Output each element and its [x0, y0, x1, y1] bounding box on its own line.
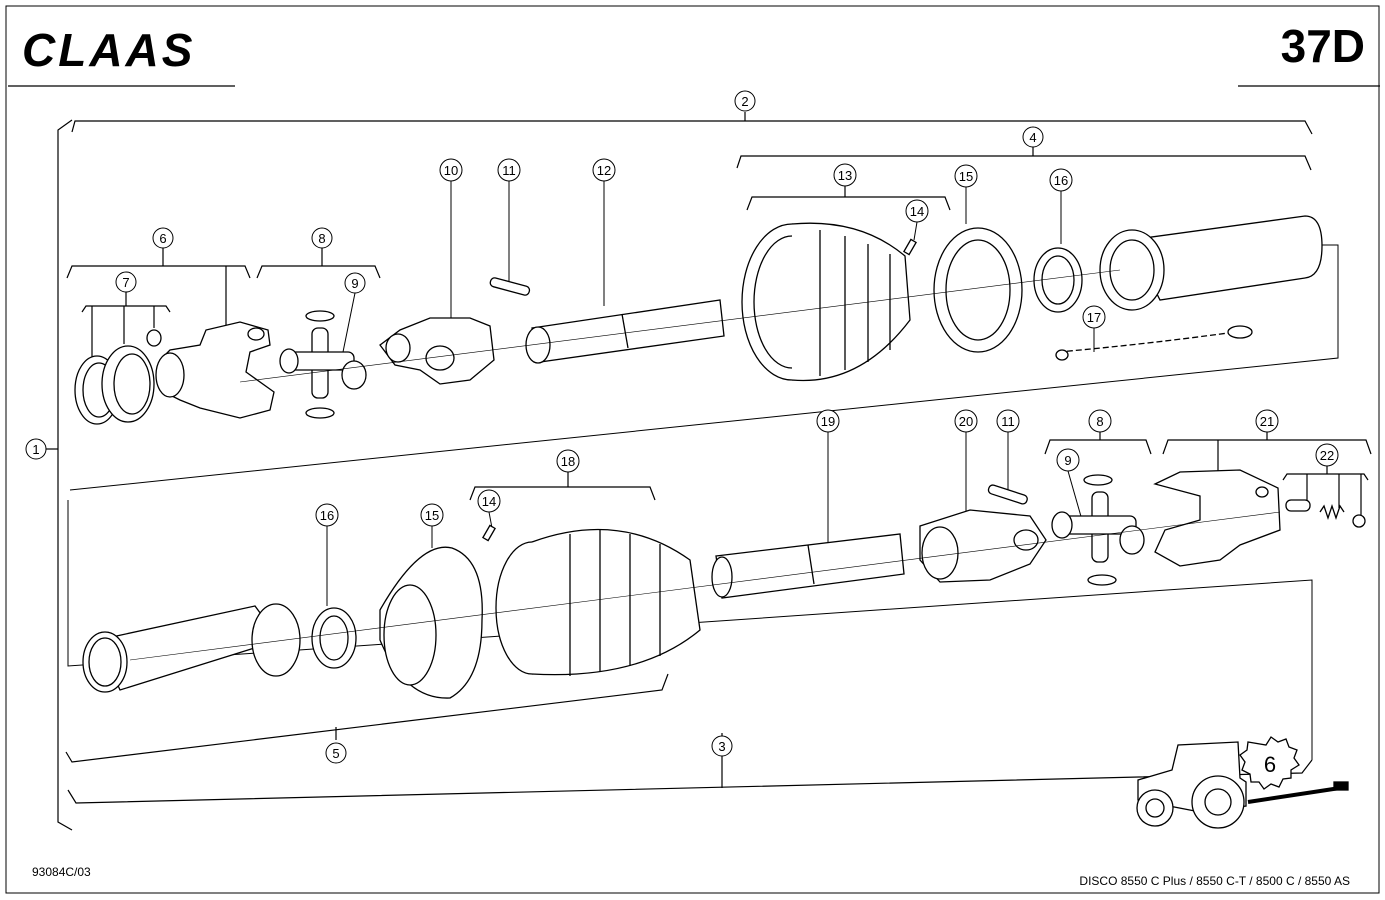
page-border: [5, 5, 1380, 894]
profile-tube-12: [531, 299, 725, 363]
pto-shaft-icon: [1247, 786, 1341, 804]
svg-text:11: 11: [1001, 414, 1015, 429]
callout-15-bottom: 15: [420, 503, 444, 527]
svg-text:7: 7: [122, 275, 129, 290]
svg-text:14: 14: [910, 204, 924, 219]
ball-22: [1352, 514, 1366, 528]
callout-22: 22: [1315, 443, 1339, 467]
yoke-21: [1153, 469, 1281, 567]
svg-text:2: 2: [741, 94, 748, 109]
callout-21: 21: [1255, 409, 1279, 433]
bracket-6: [66, 265, 251, 279]
svg-text:12: 12: [597, 163, 611, 178]
bracket-13: [746, 196, 951, 211]
spring-22: [1319, 503, 1345, 521]
svg-text:9: 9: [351, 276, 358, 291]
callout-16-top: 16: [1049, 168, 1073, 192]
callout-18: 18: [556, 449, 580, 473]
callout-16-bottom: 16: [315, 503, 339, 527]
svg-text:22: 22: [1320, 448, 1334, 463]
svg-text:9: 9: [1064, 453, 1071, 468]
svg-text:20: 20: [959, 414, 973, 429]
svg-text:8: 8: [1096, 414, 1103, 429]
outer-tube-4: [1129, 215, 1323, 301]
callout-6: 6: [152, 227, 174, 249]
pin-11: [489, 277, 531, 296]
bracket-7: [81, 305, 171, 313]
bracket-21: [1162, 439, 1372, 455]
upper-centerline: [239, 269, 1121, 383]
bracket-3: [67, 759, 1313, 804]
callout-8-top: 8: [311, 227, 333, 249]
callout-markers: 1 2 3 4 5 6 7 8 9 10 11 12 13 14 15 16 1…: [25, 90, 1339, 764]
svg-text:3: 3: [718, 739, 725, 754]
bracket-22: [1282, 473, 1369, 481]
svg-text:17: 17: [1087, 310, 1101, 325]
locking-pin-22: [1285, 499, 1311, 512]
upper-shaft-assembly: [74, 215, 1323, 425]
svg-text:10: 10: [444, 163, 458, 178]
svg-text:14: 14: [482, 494, 496, 509]
bracket-5: [65, 673, 669, 763]
svg-text:4: 4: [1029, 130, 1036, 145]
callout-15-top: 15: [954, 164, 978, 188]
callout-17: 17: [1082, 305, 1106, 329]
svg-text:16: 16: [1054, 173, 1068, 188]
callout-2: 2: [734, 90, 756, 112]
svg-text:21: 21: [1260, 414, 1274, 429]
safety-chain-17: [1057, 329, 1251, 353]
yoke-6: [159, 321, 275, 419]
svg-text:18: 18: [561, 454, 575, 469]
page-code: 37D: [1281, 20, 1365, 72]
callout-1: 1: [25, 438, 47, 460]
callout-19: 19: [816, 409, 840, 433]
callout-11-bottom: 11: [996, 409, 1020, 433]
callout-20: 20: [954, 409, 978, 433]
bracket-2: [71, 120, 1313, 135]
claas-logo: CLAAS: [22, 24, 195, 76]
group-number: 6: [1264, 752, 1276, 777]
callout-4: 4: [1022, 126, 1044, 148]
callout-3: 3: [711, 735, 733, 757]
callout-7: 7: [115, 271, 137, 293]
svg-text:15: 15: [425, 508, 439, 523]
lower-shaft-assembly: [82, 469, 1366, 699]
svg-text:11: 11: [502, 163, 516, 178]
drawing-number: 93084C/03: [32, 865, 91, 879]
svg-text:16: 16: [320, 508, 334, 523]
bracket-18: [469, 486, 656, 501]
callout-5: 5: [325, 742, 347, 764]
callout-14-top: 14: [905, 199, 929, 223]
bracket-8a: [256, 265, 381, 279]
grouping-brackets: [46, 112, 1372, 831]
gear-icon: [1239, 736, 1300, 790]
callout-11-top: 11: [497, 158, 521, 182]
tractor-pto-icon: 6: [1136, 736, 1349, 829]
callout-8-bottom: 8: [1088, 409, 1112, 433]
svg-text:6: 6: [159, 231, 166, 246]
callout-12: 12: [592, 158, 616, 182]
bracket-1: [57, 119, 73, 831]
leader-lines: [326, 181, 1095, 606]
svg-text:19: 19: [821, 414, 835, 429]
bracket-4: [736, 155, 1312, 171]
callout-14-bottom: 14: [477, 489, 501, 513]
callout-13: 13: [833, 163, 857, 187]
callout-9-top: 9: [344, 272, 366, 294]
profile-tube-19: [715, 533, 905, 599]
model-list: DISCO 8550 C Plus / 8550 C-T / 8500 C / …: [1079, 874, 1350, 888]
bearing-cup-9: [341, 360, 367, 390]
lower-centerline: [129, 511, 1281, 661]
svg-text:5: 5: [332, 746, 339, 761]
bracket-8b: [1044, 439, 1152, 455]
svg-text:8: 8: [318, 231, 325, 246]
callout-10: 10: [439, 158, 463, 182]
callout-9-bottom: 9: [1056, 448, 1080, 472]
svg-text:13: 13: [838, 168, 852, 183]
svg-text:1: 1: [32, 442, 39, 457]
pin-11b: [987, 484, 1028, 505]
svg-text:15: 15: [959, 169, 973, 184]
